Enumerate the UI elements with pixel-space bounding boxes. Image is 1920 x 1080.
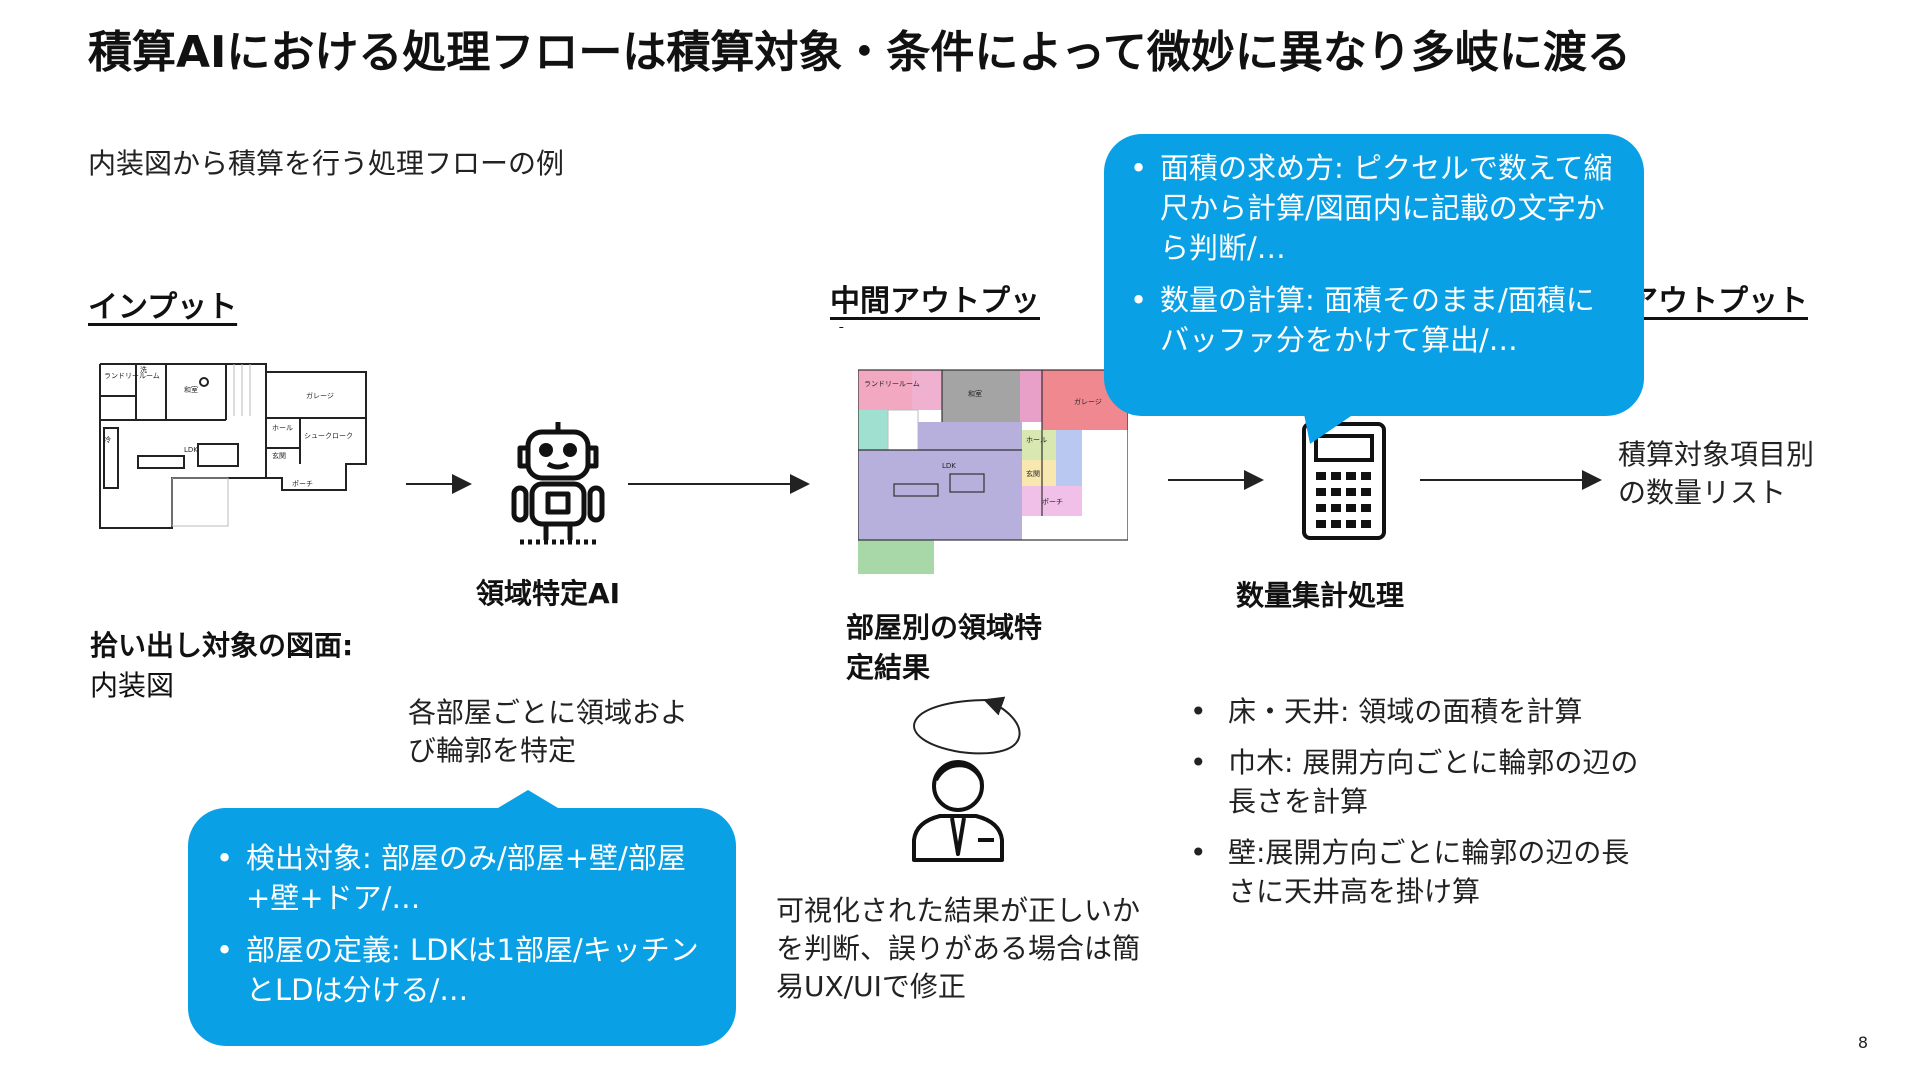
fp-hall-label: ホール [272, 424, 293, 432]
input-description: 拾い出し対象の図面: 内装図 [90, 626, 390, 706]
calc-bubble-item: 面積の求め方: ピクセルで数えて縮尺から計算/図面内に記載の文字から判断/… [1112, 148, 1618, 268]
fp-fridge-label: 冷 [104, 435, 111, 444]
ai-label: 領域特定AI [476, 577, 621, 610]
section-input: インプット [88, 290, 238, 325]
input-desc-normal: 内装図 [90, 669, 175, 702]
fp-japanese-label: 和室 [184, 385, 198, 394]
seg-japanese-label: 和室 [968, 389, 982, 398]
fp-ldk-label: LDK [184, 446, 198, 454]
seg-porch-label: ポーチ [1042, 498, 1063, 506]
seg-hall-label: ホール [1026, 436, 1047, 444]
fp-porch-label: ポーチ [292, 480, 313, 488]
calculator-icon [1300, 420, 1388, 542]
middle-label: 部屋別の領域特定結果 [846, 611, 1043, 684]
fp-shoe-label: シュークローク [304, 432, 353, 440]
segmented-floorplan: ランドリールーム 和室 ガレージ ホール 玄関 LDK ポーチ [857, 369, 1129, 574]
page-title: 積算AIにおける処理フローは積算対象・条件によって微妙に異なり多岐に渡る [88, 27, 1631, 78]
calc-bubble-body: 面積の求め方: ピクセルで数えて縮尺から計算/図面内に記載の文字から判断/… 数… [1104, 134, 1644, 416]
fp-entrance-label: 玄関 [272, 451, 286, 460]
calc-method-list: 床・天井: 領域の面積を計算 巾木: 展開方向ごとに輪郭の辺の長さを計算 壁:展… [1180, 692, 1650, 923]
calc-method-item: 巾木: 展開方向ごとに輪郭の辺の長さを計算 [1180, 743, 1650, 821]
ai-bubble-item: 部屋の定義: LDKは1部屋/キッチンとLDは分ける/… [198, 930, 714, 1010]
floorplan-drawing: ランドリールーム 洗 和室 ガレージ ホール 玄関 シュークローク LDK ポー… [99, 363, 367, 529]
calc-method-item: 床・天井: 領域の面積を計算 [1180, 692, 1650, 731]
page-subtitle: 内装図から積算を行う処理フローの例 [88, 147, 565, 180]
input-floorplan: ランドリールーム 洗 和室 ガレージ ホール 玄関 シュークローク LDK ポー… [96, 358, 370, 568]
ai-description: 各部屋ごとに領域および輪郭を特定 [408, 696, 689, 767]
calc-bubble-item: 数量の計算: 面積そのまま/面積にバッファ分をかけて算出/… [1112, 280, 1618, 360]
calc-condition-bubble: 面積の求め方: ピクセルで数えて縮尺から計算/図面内に記載の文字から判断/… 数… [1104, 134, 1644, 450]
human-description: 可視化された結果が正しいかを判断、誤りがある場合は簡易UX/UIで修正 [776, 894, 1141, 1003]
fp-garage-label: ガレージ [306, 391, 334, 400]
robot-icon [508, 418, 608, 548]
seg-garage-label: ガレージ [1074, 397, 1102, 406]
feedback-loop-arrow [913, 696, 1021, 755]
section-middle: 中間アウトプット [830, 284, 1040, 328]
calc-label: 数量集計処理 [1236, 579, 1405, 612]
fp-wash-label: 洗 [140, 365, 147, 374]
page-number: 8 [1857, 1033, 1868, 1052]
seg-laundry-label: ランドリールーム [864, 380, 920, 388]
ai-bubble-item: 検出対象: 部屋のみ/部屋+壁/部屋+壁+ドア/… [198, 838, 714, 918]
ai-condition-bubble: 検出対象: 部屋のみ/部屋+壁/部屋+壁+ドア/… 部屋の定義: LDKは1部屋… [188, 790, 736, 1046]
output-description: 積算対象項目別の数量リスト [1618, 438, 1815, 509]
ai-bubble-body: 検出対象: 部屋のみ/部屋+壁/部屋+壁+ドア/… 部屋の定義: LDKは1部屋… [188, 808, 736, 1046]
calc-bubble-tail [1304, 414, 1354, 444]
person-icon [906, 754, 1010, 864]
fp-laundry-label: ランドリールーム [104, 372, 160, 380]
seg-entrance-label: 玄関 [1026, 469, 1040, 478]
middle-floorplan: ランドリールーム 和室 ガレージ ホール 玄関 LDK ポーチ [857, 366, 1129, 576]
input-desc-bold: 拾い出し対象の図面: [90, 629, 354, 662]
calc-method-item: 壁:展開方向ごとに輪郭の辺の長さに天井高を掛け算 [1180, 833, 1650, 911]
seg-ldk-label: LDK [942, 462, 956, 470]
